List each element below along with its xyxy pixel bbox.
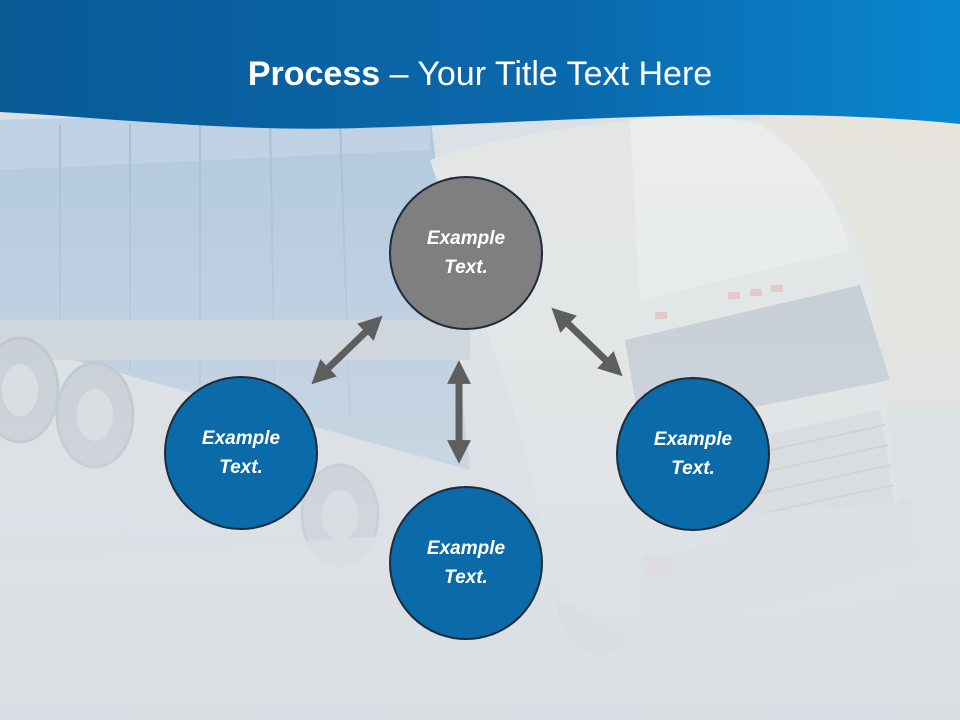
node-bottom-label: Example Text. — [426, 538, 506, 588]
arrow-top-left — [311, 315, 383, 385]
process-node-right: Example Text. — [616, 377, 770, 531]
process-node-left: Example Text. — [164, 376, 318, 530]
arrow-top-right — [551, 307, 623, 377]
title-bold: Process — [247, 55, 381, 93]
title-rest: – Your Title Text Here — [380, 55, 713, 93]
node-left-label: Example Text. — [201, 428, 281, 478]
process-node-bottom: Example Text. — [389, 486, 543, 640]
page-title: Process – Your Title Text Here — [0, 52, 960, 96]
process-node-top: Example Text. — [389, 176, 543, 330]
node-right-label: Example Text. — [653, 429, 733, 479]
node-top-label: Example Text. — [426, 228, 506, 278]
